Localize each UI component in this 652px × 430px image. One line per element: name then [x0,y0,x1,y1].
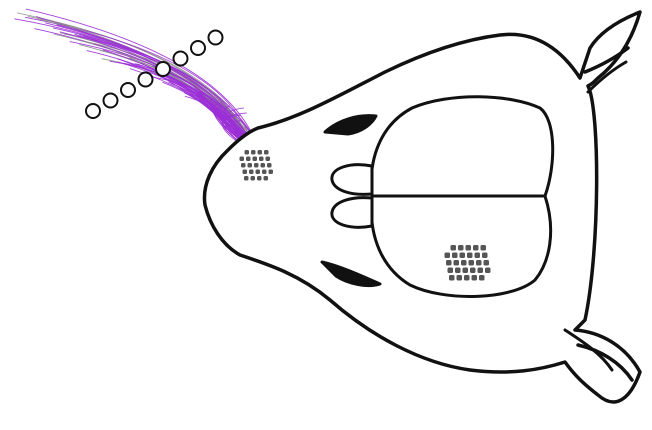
barrel-cell [244,176,249,181]
barrel-cell [448,268,454,274]
barrel-cell [476,260,482,266]
barrel-cell [461,260,467,266]
barrel-cell [485,268,491,274]
barrel-cell [464,275,470,281]
barrel-cell [241,163,246,168]
barrel-cell [449,275,455,281]
barrel-cell [473,245,479,251]
barrel-cell [463,268,469,274]
barrel-cell [445,253,451,259]
barrel-cell [264,176,269,181]
barrel-cell [245,150,250,155]
barrel-cell [455,268,461,274]
barrel-cell [482,253,488,259]
barrel-cell [469,260,475,266]
barrel-cell [467,253,473,259]
olfactory-bulb-top [332,165,372,195]
barrel-cell [452,253,458,259]
whisker-gray [54,34,262,154]
whisker-purple [64,34,252,149]
barrel-cell [267,163,272,168]
follicle-circle [139,73,153,87]
barrel-cell [266,157,271,162]
barrel-cell [446,260,452,266]
barrel-cell [251,176,256,181]
barrel-cell [460,253,466,259]
barrel-cell [470,268,476,274]
barrel-cell [254,163,259,168]
barrel-cell [243,170,248,175]
barrel-cell [479,275,485,281]
follicle-circle [121,83,135,97]
barrel-cell [253,157,258,162]
barrel-cell [269,170,274,175]
barrel-cell [457,275,463,281]
barrel-cell [248,163,253,168]
follicle-circle [174,52,188,66]
follicle-circle [86,104,100,118]
barrel-cell [257,176,262,181]
barrel-cell [478,268,484,274]
barrel-cell [258,150,263,155]
whisker-purple [57,25,254,154]
barrel-cell [458,245,464,251]
barrel-cell [466,245,472,251]
barrel-cell [264,150,269,155]
barrel-cell [251,150,256,155]
whisker-purple [60,32,252,155]
barrel-cell [454,260,460,266]
olfactory-bulb-bottom [332,198,372,228]
barrel-cell [262,170,267,175]
follicle-circle [104,94,118,108]
barrel-cell [261,163,266,168]
follicle-circle [209,31,223,45]
barrel-cell [481,245,487,251]
barrel-cell [249,170,254,175]
barrel-cell [240,157,245,162]
barrel-cell [246,157,251,162]
barrel-cell [484,260,490,266]
barrel-cell [256,170,261,175]
follicle-circle [156,62,170,76]
barrel-cell [451,245,457,251]
barrel-cell [472,275,478,281]
barrel-cell [475,253,481,259]
whisker-purple [84,36,248,148]
follicle-circle [191,41,205,55]
barrel-cell [259,157,264,162]
